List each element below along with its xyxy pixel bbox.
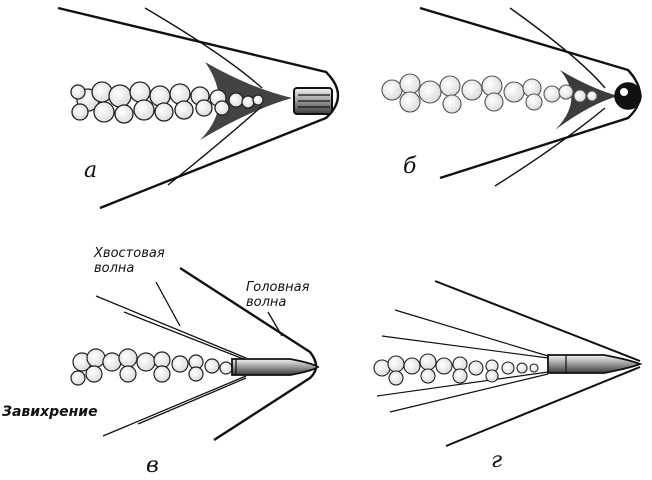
panel-b-turbulence-cloud (381, 73, 598, 114)
panel-d-label: г (491, 448, 503, 473)
head-wave-label-line2: волна (246, 294, 287, 310)
panel-b-inner-wake-upper (509, 7, 606, 89)
panel-b-inner-wake-lower (494, 107, 606, 187)
tail-wave-label-line2: волна (94, 260, 135, 276)
panel-d-tail-wave-3 (376, 371, 549, 397)
panel-b-drawing (381, 6, 642, 187)
panel-d-bullet (547, 354, 643, 374)
panel-b-wake-shadow (555, 70, 618, 130)
panel-c-bullet (231, 358, 320, 376)
panel-a-label: а (84, 158, 98, 183)
panel-c-drawing (70, 266, 320, 442)
panel-c-head-wave-leader (267, 311, 283, 337)
panel-d-tail-wave-2 (381, 335, 549, 359)
panel-b-label: б (403, 154, 417, 179)
vortex-label: Завихрение (2, 404, 98, 420)
panel-d-tail-wave-4 (389, 373, 549, 413)
panel-c-tail-wave-2 (123, 311, 247, 361)
panel-a-head-wave (57, 6, 340, 210)
panel-c-turbulence-cloud (70, 348, 233, 386)
panel-d-drawing (373, 280, 643, 447)
panel-a-inner-wake-lower (167, 105, 263, 186)
panel-a-turbulence-cloud (70, 81, 264, 124)
panel-b-bullet (614, 82, 642, 110)
panel-c-tail-wave-4 (137, 377, 247, 425)
panel-d-turbulence-cloud (373, 353, 539, 386)
panel-c-label: в (146, 453, 159, 478)
panel-a-inner-wake-upper (144, 7, 263, 89)
panel-c-tail-wave-1 (95, 295, 247, 359)
panel-d-tail-wave-1 (394, 309, 549, 357)
head-wave-label-line1: Головная (246, 280, 310, 295)
head-wave-label: Головная волна (246, 280, 310, 311)
panel-c-tail-wave-leader (155, 281, 181, 327)
panel-c-tail-wave-3 (102, 375, 247, 437)
tail-wave-label: Хвостовая волна (94, 246, 165, 277)
panel-d-upper-wave (434, 280, 641, 362)
panel-a-drawing (57, 6, 340, 210)
tail-wave-label-line1: Хвостовая (94, 246, 165, 261)
panel-d-lower-wave (445, 366, 641, 447)
panel-a-bullet (293, 87, 333, 115)
